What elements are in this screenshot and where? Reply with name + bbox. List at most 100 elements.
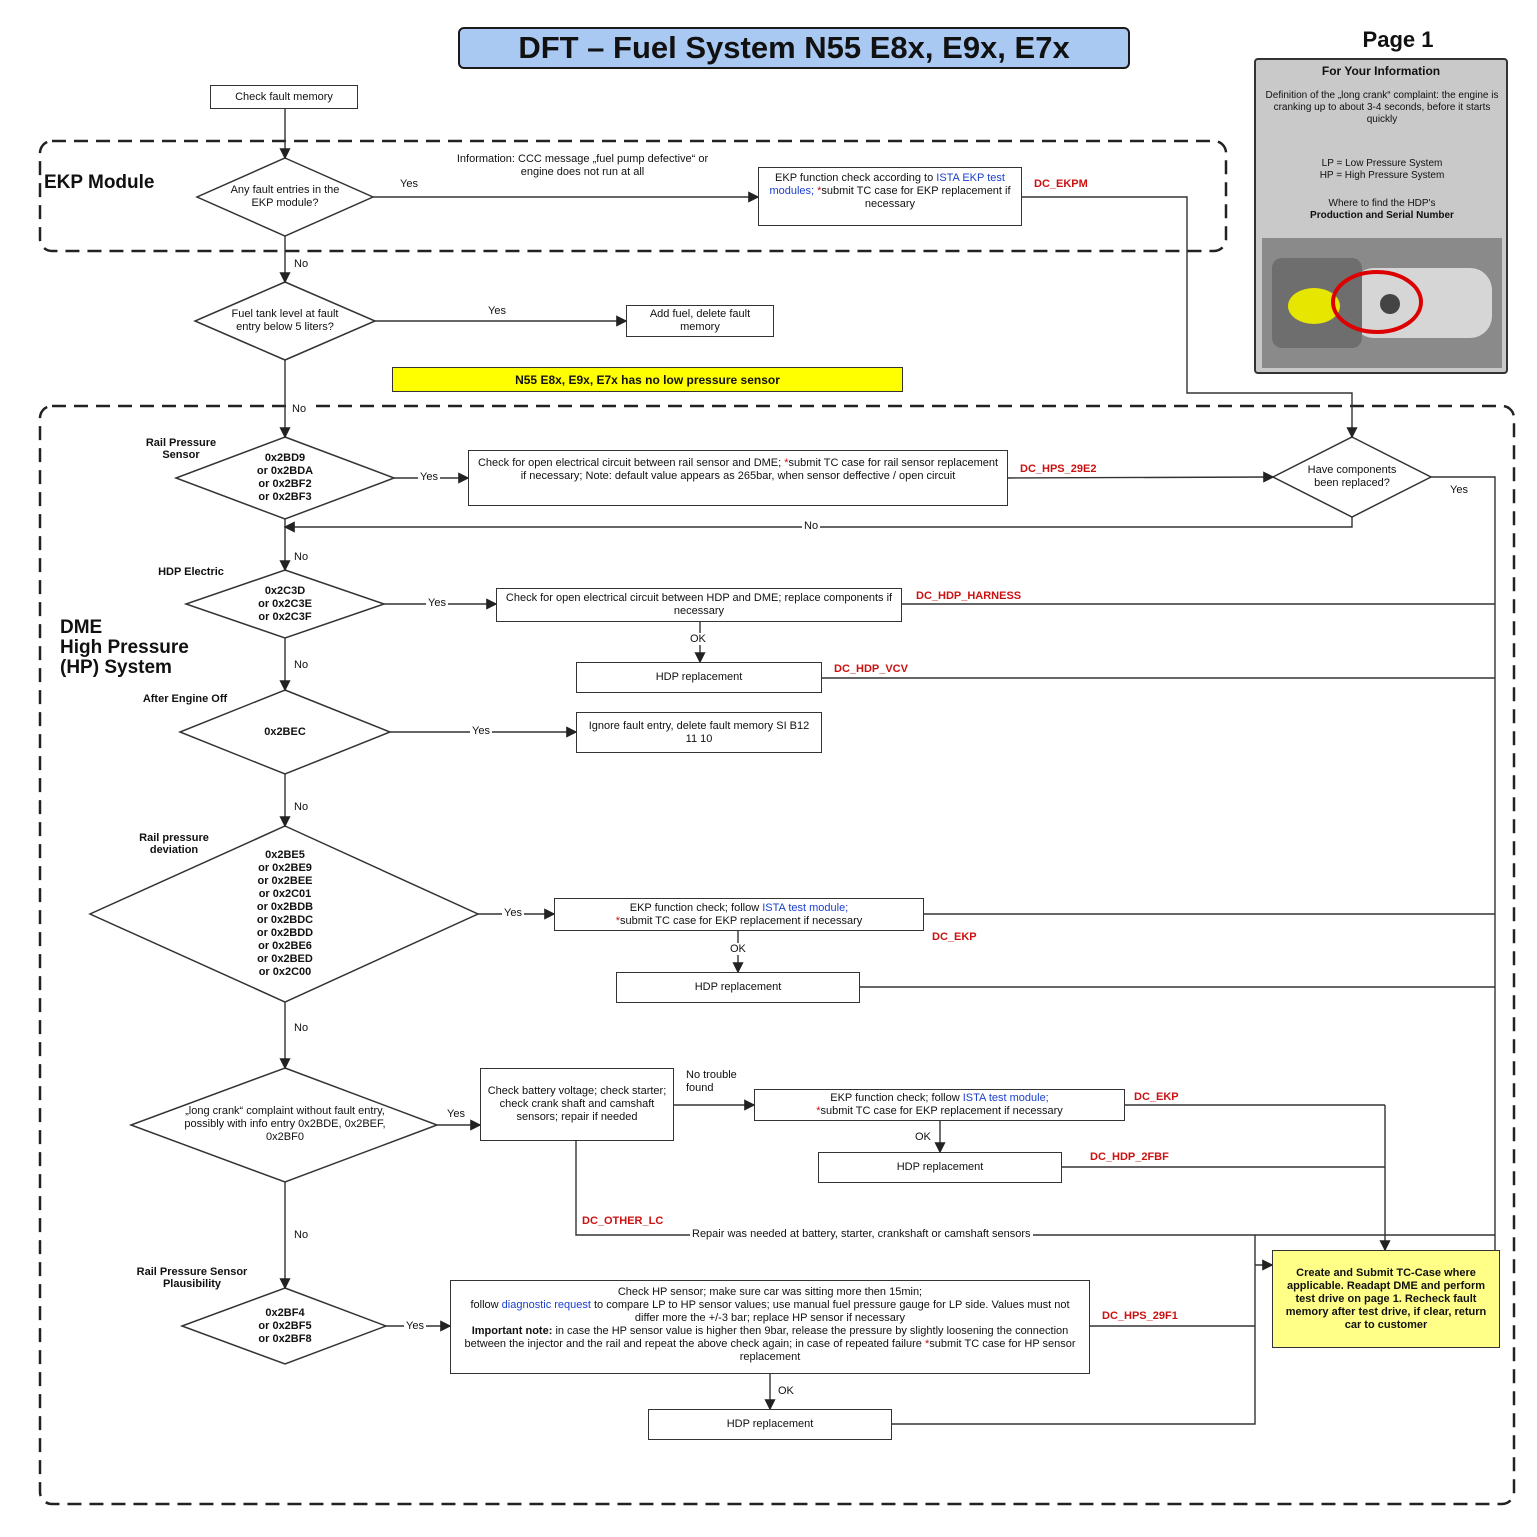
edge-no: No: [290, 403, 309, 415]
ekp-star: *: [817, 185, 822, 197]
edge-yes: Yes: [502, 907, 524, 919]
ekp-action-post: submit TC case for EKP replacement if ne…: [821, 185, 1011, 210]
ekp-check-post-3: submit TC case for EKP replacement if ne…: [820, 1105, 1063, 1117]
edge-ok: OK: [913, 1131, 933, 1143]
hp-action-2-pre: follow: [470, 1299, 499, 1311]
code-line: or 0x2BED: [257, 953, 313, 965]
edge-no: No: [292, 801, 311, 813]
dc-hdp-harness-code: DC_HDP_HARNESS: [916, 590, 1022, 602]
edge-yes: Yes: [1448, 484, 1470, 496]
hdp-pump-illustration: [1262, 238, 1502, 368]
rail-sensor-check-box: Check for open electrical circuit betwee…: [468, 450, 1008, 506]
rail-sensor-star: *: [784, 457, 789, 469]
dc-ekp-code-2: DC_EKP: [1134, 1091, 1179, 1103]
dc-hps-29e2-code: DC_HPS_29E2: [1020, 463, 1097, 475]
plausibility-label: Rail Pressure Sensor Plausibility: [136, 1266, 248, 1290]
rail-deviation-codes: 0x2BE5 or 0x2BE9 or 0x2BEE or 0x2C01 or …: [230, 847, 340, 981]
rail-sensor-action-post: submit TC case for rail sensor replaceme…: [520, 457, 999, 482]
no-trouble-found-label: No trouble found: [686, 1069, 737, 1094]
edge-no: No: [292, 551, 311, 563]
dc-ekp-code: DC_EKP: [932, 931, 977, 943]
long-crank-definition: Definition of the „long crank“ complaint…: [1265, 90, 1499, 125]
plausibility-diamond: [179, 1287, 389, 1365]
hdp-where: Where to find the HDP's: [1328, 198, 1436, 209]
hp-action-1: Check HP sensor; make sure car was sitti…: [617, 1286, 923, 1298]
hdp-electric-label: HDP Electric: [158, 566, 224, 578]
hp-star: *: [924, 1338, 930, 1350]
edge-ok: OK: [728, 943, 748, 955]
page-title: DFT – Fuel System N55 E8x, E9x, E7x: [458, 27, 1130, 69]
code-line: 0x2BE5: [265, 849, 305, 861]
edge-yes: Yes: [418, 471, 440, 483]
create-tc-case-box: Create and Submit TC-Case where applicab…: [1272, 1250, 1500, 1348]
ekp-check-star: *: [615, 915, 620, 927]
hdp-production-serial: Production and Serial Number: [1310, 210, 1454, 221]
components-replaced-text: Have components been replaced?: [1307, 464, 1397, 489]
code-line: or 0x2BDB: [256, 901, 314, 913]
edge-ok: OK: [688, 633, 708, 645]
edge-no: No: [292, 258, 311, 270]
edge-yes: Yes: [398, 178, 420, 190]
after-engine-off-label: After Engine Off: [142, 693, 228, 705]
fuel-tank-decision-text: Fuel tank level at fault entry below 5 l…: [231, 308, 339, 333]
dme-hp-region: [38, 404, 1516, 1506]
dc-ekpm-code: DC_EKPM: [1034, 178, 1088, 190]
code-line: or 0x2BF5: [258, 1319, 312, 1332]
important-note-label: Important note:: [471, 1325, 553, 1337]
code-line: or 0x2BDA: [256, 465, 314, 477]
ista-test-module-link[interactable]: ISTA test module;: [762, 902, 849, 914]
rail-pressure-deviation-label: Rail pressure deviation: [139, 832, 209, 856]
hdp-replacement-box-4: HDP replacement: [648, 1409, 892, 1440]
code-line: 0x2C3D: [264, 584, 306, 597]
edge-no: No: [802, 520, 821, 532]
ekp-action-pre: EKP function check according to: [775, 172, 934, 184]
check-fault-memory-box: Check fault memory: [210, 85, 358, 109]
code-line: or 0x2C3E: [258, 597, 312, 610]
info-heading: For Your Information: [1321, 64, 1441, 78]
rail-pressure-sensor-label: Rail Pressure Sensor: [145, 437, 217, 461]
hdp-electric-codes: 0x2C3D or 0x2C3E or 0x2C3F: [234, 584, 336, 624]
edge-yes: Yes: [470, 725, 492, 737]
code-line: or 0x2C3F: [258, 610, 312, 623]
page-number: Page 1: [1362, 27, 1434, 52]
hdp-replacement-box: HDP replacement: [576, 662, 822, 693]
code-line: or 0x2BF3: [258, 491, 312, 503]
ekp-check-post: submit TC case for EKP replacement if ne…: [619, 915, 863, 927]
ekp-function-check-box-3: EKP function check; follow ISTA test mod…: [754, 1089, 1125, 1121]
hp-definition: HP = High Pressure System: [1319, 170, 1445, 181]
diagnostic-request-link[interactable]: diagnostic request: [501, 1299, 591, 1311]
code-line: or 0x2BE9: [258, 862, 312, 874]
edge-ok: OK: [776, 1385, 796, 1397]
code-line: or 0x2BF2: [258, 478, 312, 490]
edge-yes: Yes: [404, 1320, 426, 1332]
ista-ekp-test-modules-link[interactable]: ISTA EKP test modules;: [769, 172, 1005, 197]
ekp-module-region: [38, 139, 1228, 253]
ekp-check-pre-3: EKP function check; follow: [830, 1092, 960, 1104]
edge-yes: Yes: [445, 1108, 467, 1120]
edge-yes: Yes: [486, 305, 508, 317]
ekp-decision-text: Any fault entries in the EKP module?: [230, 184, 340, 209]
after-engine-off-code: 0x2BEC: [264, 725, 306, 738]
edge-no: No: [292, 1022, 311, 1034]
lp-definition: LP = Low Pressure System: [1321, 158, 1443, 169]
code-line: or 0x2C01: [258, 888, 312, 900]
code-line: or 0x2BF8: [258, 1332, 312, 1345]
hp-action-3: in case the HP sensor value is higher th…: [464, 1325, 1069, 1350]
hp-action-2-post: to compare LP to HP sensor values; use m…: [594, 1299, 1070, 1324]
dme-label: DME: [60, 617, 103, 638]
edge-yes: Yes: [426, 597, 448, 609]
hdp-replacement-box-2: HDP replacement: [616, 972, 860, 1003]
dc-hdp-vcv-code: DC_HDP_VCV: [834, 663, 908, 675]
code-line: 0x2BD9: [264, 452, 306, 464]
check-battery-box: Check battery voltage; check starter; ch…: [480, 1068, 674, 1141]
hdp-pump-photo: [1262, 238, 1502, 368]
rail-sensor-codes: 0x2BD9 or 0x2BDA or 0x2BF2 or 0x2BF3: [230, 451, 340, 505]
ista-test-module-link-2[interactable]: ISTA test module;: [962, 1092, 1049, 1104]
ekp-check-pre: EKP function check; follow: [629, 902, 760, 914]
hp-system-label: (HP) System: [60, 657, 172, 678]
ekp-check-star-3: *: [816, 1105, 821, 1117]
dc-hps-29f1-code: DC_HPS_29F1: [1102, 1310, 1178, 1322]
code-line: or 0x2BEE: [257, 875, 313, 887]
long-crank-decision-text: „long crank“ complaint without fault ent…: [184, 1104, 386, 1143]
